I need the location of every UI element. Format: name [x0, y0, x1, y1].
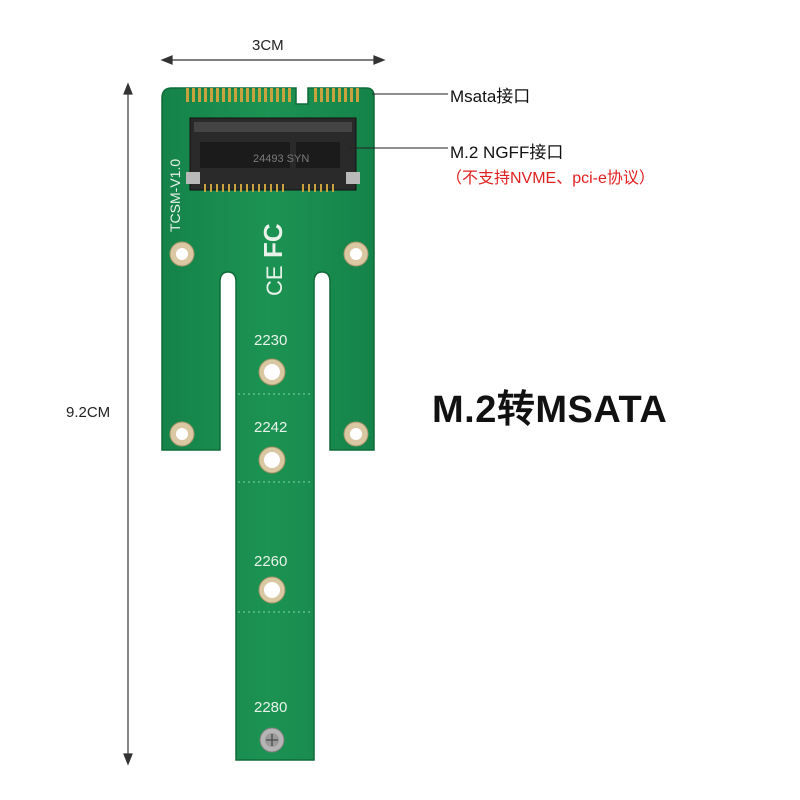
- product-title: M.2转MSATA: [432, 389, 668, 431]
- height-dimension-label: 9.2CM: [66, 404, 111, 421]
- length-label-2230: 2230: [254, 332, 287, 349]
- length-label-2280: 2280: [254, 699, 287, 716]
- mounting-screw: [259, 727, 285, 753]
- ngff-protocol-note: （不支持NVME、pci-e协议）: [446, 170, 655, 187]
- silkscreen-model-text: TCSM-V1.0: [167, 159, 183, 232]
- pcb-body: [161, 87, 375, 761]
- mounting-hole: [343, 241, 369, 267]
- length-label-2242: 2242: [254, 419, 287, 436]
- width-dimension-arrow: [160, 55, 386, 65]
- length-label-2260: 2260: [254, 553, 287, 570]
- msata-gold-fingers-left: [186, 88, 291, 102]
- length-hole-2242: [258, 446, 286, 474]
- cert-ce-text-1: CE: [262, 265, 287, 296]
- mounting-hole: [343, 421, 369, 447]
- connector-marking-text: 24493 SYN: [253, 153, 309, 165]
- width-dimension-label: 3CM: [252, 37, 284, 54]
- ngff-interface-label: M.2 NGFF接口: [450, 143, 564, 162]
- height-dimension-arrow: [123, 82, 133, 766]
- mounting-hole: [169, 241, 195, 267]
- msata-gold-fingers-right: [314, 88, 359, 102]
- mounting-hole: [169, 421, 195, 447]
- length-hole-2260: [258, 576, 286, 604]
- msata-interface-label: Msata接口: [450, 87, 531, 106]
- cert-fc-text: FC: [258, 223, 288, 258]
- length-hole-2230: [258, 358, 286, 386]
- ngff-connector: [186, 117, 360, 192]
